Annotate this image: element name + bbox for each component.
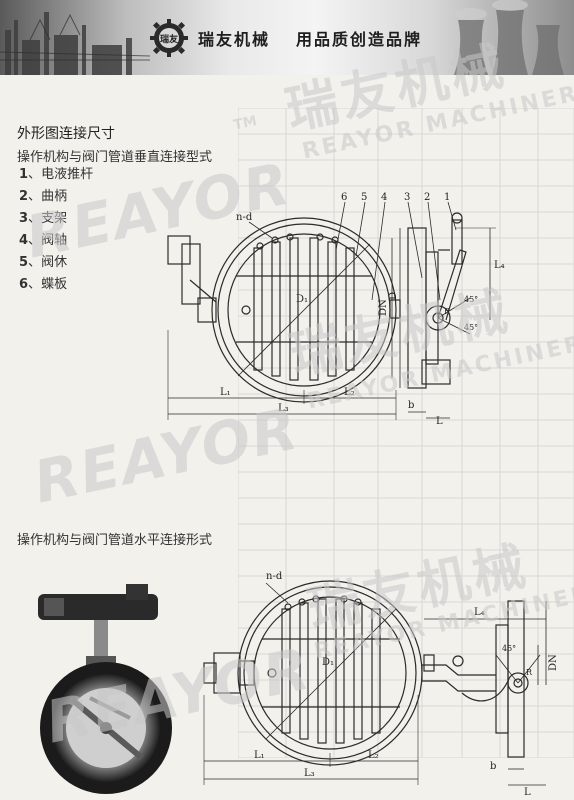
angle-label-2: 45° bbox=[464, 323, 478, 332]
brand-name: 瑞友机械 bbox=[198, 30, 271, 49]
l4-label: L₄ bbox=[494, 260, 505, 271]
d-label: D bbox=[388, 292, 399, 300]
l1-label-bottom: L₁ bbox=[254, 750, 265, 761]
cooling-towers-graphic bbox=[454, 0, 564, 75]
horizontal-connection-caption: 操作机构与阀门管道水平连接形式 bbox=[17, 533, 213, 548]
callout-5: 5 bbox=[361, 192, 367, 203]
l-label-bottom: L bbox=[524, 787, 531, 797]
horizontal-connection-drawing: n-d D₁ L₁ L₂ L₃ L₄ b L DN 45° R bbox=[203, 571, 559, 797]
callout-4: 4 bbox=[381, 192, 387, 203]
parts-list-item: 6、蝶板 bbox=[19, 277, 68, 292]
page-title: 外形图连接尺寸 bbox=[17, 126, 115, 142]
l2-label-bottom: L₂ bbox=[368, 750, 379, 761]
watermark-tm: TM bbox=[232, 113, 259, 134]
b-label: b bbox=[408, 400, 414, 411]
r-label: R bbox=[444, 307, 451, 316]
l1-label: L₁ bbox=[220, 387, 231, 398]
gear-logo-text: 瑞友 bbox=[160, 33, 178, 45]
watermark-en: REAYOR MACHINERY bbox=[300, 77, 574, 165]
parts-list-item: 4、阀轴 bbox=[19, 233, 68, 248]
parts-list-item: 1、电液推杆 bbox=[19, 167, 94, 182]
callout-6: 6 bbox=[341, 192, 347, 203]
parts-list-item: 2、曲柄 bbox=[19, 189, 68, 204]
angle-label-bottom: 45° bbox=[502, 644, 516, 653]
l3-label: L₃ bbox=[278, 403, 289, 414]
angle-label-1: 45° bbox=[464, 295, 478, 304]
parts-list: 1、电液推杆 2、曲柄 3、支架 4、阀轴 5、阀休 6、蝶板 bbox=[19, 164, 93, 296]
vertical-connection-drawing: n-d 6 5 4 3 2 1 D₁ DN D L₁ L₂ L₃ L₄ b L … bbox=[167, 192, 505, 425]
parts-list-item: 5、阀休 bbox=[19, 255, 68, 270]
l3-label-bottom: L₃ bbox=[304, 768, 315, 779]
vertical-connection-caption: 操作机构与阀门管道垂直连接型式 bbox=[17, 150, 213, 165]
callout-2: 2 bbox=[424, 192, 430, 203]
brand-slogan: 用品质创造品牌 bbox=[296, 30, 423, 49]
company-gear-logo: 瑞友 bbox=[150, 19, 188, 57]
callout-1: 1 bbox=[444, 192, 450, 203]
header-banner: 瑞友 瑞友机械 用品质创造品牌 bbox=[0, 0, 574, 75]
parts-list-item: 3、支架 bbox=[19, 211, 68, 226]
valve-photo bbox=[38, 584, 172, 794]
callout-3: 3 bbox=[404, 192, 410, 203]
dn-label-bottom: DN bbox=[548, 654, 559, 671]
nd-label-bottom: n-d bbox=[266, 571, 283, 582]
nd-label: n-d bbox=[236, 212, 253, 223]
l2-label: L₂ bbox=[344, 387, 355, 398]
l4-label-bottom: L₄ bbox=[474, 607, 485, 618]
d1-label-bottom: D₁ bbox=[322, 657, 334, 668]
factory-skyline-graphic bbox=[0, 12, 150, 75]
b-label-bottom: b bbox=[490, 761, 496, 772]
dn-label: DN bbox=[378, 299, 389, 316]
r-label-bottom: R bbox=[526, 668, 533, 677]
d1-label: D₁ bbox=[296, 294, 308, 305]
l-label: L bbox=[436, 416, 443, 425]
